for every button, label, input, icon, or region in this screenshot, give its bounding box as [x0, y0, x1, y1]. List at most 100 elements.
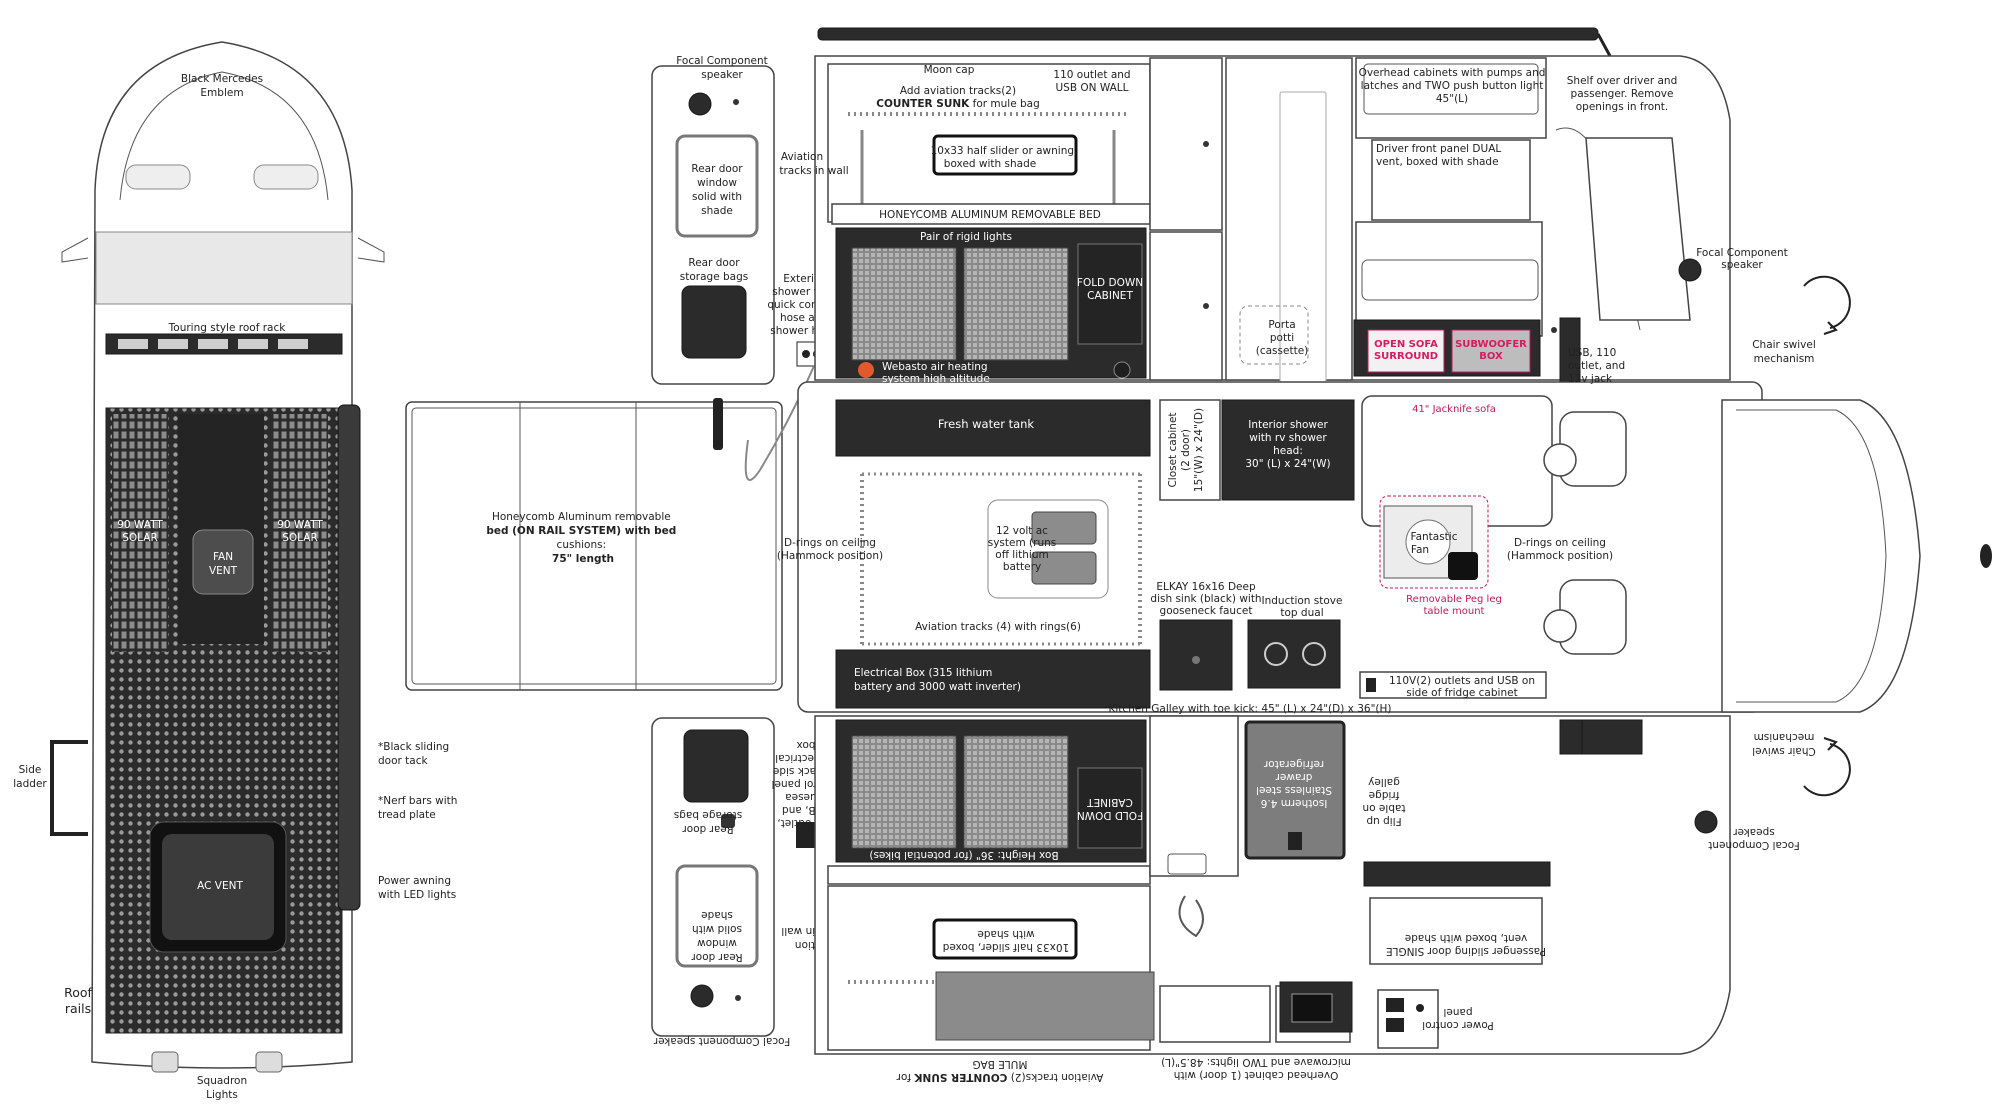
jacknife-sofa-label: 41" Jacknife sofa	[1412, 404, 1496, 415]
ac-vent-label: AC VENT	[197, 880, 243, 892]
half-slider-bottom-label: 10x33 half slider, boxedwith shade	[943, 928, 1070, 953]
speaker-icon	[1678, 258, 1702, 282]
webasto-heater-icon	[858, 362, 874, 378]
interior-shower	[1221, 399, 1355, 501]
shower-connector-icon	[802, 350, 810, 358]
flip-table-label: Flip uptable onfridgegalley	[1362, 776, 1405, 827]
svg-text:FOLD DOWNCABINET: FOLD DOWNCABINET	[1077, 796, 1143, 821]
mule-bag-bottom-label: Aviation tracks(2) COUNTER SUNK forMULE …	[896, 1058, 1104, 1083]
chair-swivel-bottom-icon	[1803, 737, 1851, 797]
svg-text:Flip uptable onfridgegalley: Flip uptable onfridgegalley	[1362, 776, 1405, 827]
moon-cap-label: Moon cap	[924, 64, 975, 76]
focal-speaker-cab-bottom-label: Focal Componentspeaker	[1708, 826, 1800, 851]
light-bar-label: 50" Light Bar	[187, 358, 257, 370]
d-rings-left-label: D-rings on ceiling(Hammock position)	[777, 537, 883, 562]
rear-door-bottom	[651, 717, 832, 1037]
fan-vent	[192, 529, 254, 595]
storage-bag-icon	[683, 729, 749, 803]
rear-window-bottom-label: Rear doorwindowsolid withshade	[691, 909, 743, 963]
d-rings-right-label: D-rings on ceiling(Hammock position)	[1507, 537, 1613, 562]
honeycomb-bed-label: HONEYCOMB ALUMINUM REMOVABLE BED	[879, 209, 1101, 221]
open-sofa-surround	[1367, 329, 1445, 373]
box-height-label: Box Height: 36" (for potential bikes)	[869, 849, 1058, 861]
svg-text:Aviation tracks(2) COUNTER SUN: Aviation tracks(2) COUNTER SUNK forMULE …	[896, 1058, 1104, 1083]
aviation-rings-label: Aviation tracks (4) with rings(6)	[915, 621, 1081, 633]
squadron-light-right	[255, 1051, 283, 1073]
speaker-icon	[688, 92, 712, 116]
svg-text:10x33 half slider, boxedwith s: 10x33 half slider, boxedwith shade	[943, 928, 1070, 953]
chair-swivel-top-icon	[1803, 275, 1851, 335]
overhead-cabinet-bottom-label: Overhead cabinet (1 door) withmicrowave …	[1161, 1056, 1351, 1081]
passenger-door-label: Passenger sliding door SINGLEvent, boxed…	[1386, 932, 1546, 957]
power-panel-label: Power controlpanel	[1422, 1006, 1493, 1031]
fridge-label: Isotherm 4.6Stainless steeldrawerrefrige…	[1256, 758, 1332, 809]
svg-text:Rear doorstorage bags: Rear doorstorage bags	[674, 809, 742, 835]
rear-door-top	[651, 65, 826, 481]
van-floor-plan	[797, 27, 1992, 1055]
svg-text:Power controlpanel: Power controlpanel	[1422, 1006, 1493, 1031]
side-ladder	[50, 740, 88, 836]
svg-text:Focal Componentspeaker: Focal Componentspeaker	[1708, 826, 1800, 851]
closet-label: Closet cabinet(2 door)15"(W) x 24"(D)	[1167, 408, 1205, 492]
svg-text:Passenger sliding door SINGLEv: Passenger sliding door SINGLEvent, boxed…	[1386, 932, 1546, 957]
svg-text:Chair swivelmechanism: Chair swivelmechanism	[1752, 731, 1816, 757]
storage-bag-icon	[681, 285, 747, 359]
speaker-icon	[1694, 810, 1718, 834]
power-awning	[337, 404, 361, 911]
light-bar	[118, 339, 308, 349]
roof-rack-label: Touring style roof rack	[168, 322, 287, 334]
bed-panel-label: Honeycomb Aluminum removable bed (ON RAI…	[486, 511, 679, 565]
electrical-box	[835, 649, 1151, 709]
svg-text:Overhead cabinet (1 door) with: Overhead cabinet (1 door) withmicrowave …	[1161, 1056, 1351, 1081]
kitchen-galley-label: Kitchen Galley with toe kick: 45" (L) x …	[1109, 703, 1392, 715]
fresh-water-tank-label: Fresh water tank	[938, 417, 1035, 431]
removable-bed-panel	[405, 401, 783, 691]
fantastic-fan-icon	[1405, 519, 1451, 565]
counter-sunk-label: COUNTER SUNK for mule bag	[876, 98, 1040, 110]
svg-text:Isotherm 4.6Stainless steeldra: Isotherm 4.6Stainless steeldrawerrefrige…	[1256, 758, 1332, 809]
roof-view	[50, 41, 385, 1073]
induction-stove	[1247, 619, 1341, 689]
closet-cabinet	[1159, 399, 1221, 501]
half-slider-top-label: 10x33 half slider or awning,boxed with s…	[931, 145, 1078, 170]
storage-bags-bottom-label: Rear doorstorage bags	[674, 809, 742, 835]
rigid-lights-label: Pair of rigid lights	[920, 231, 1012, 243]
speaker-icon	[690, 984, 714, 1008]
sink	[1159, 619, 1233, 691]
faucet-icon	[1178, 895, 1204, 938]
focal-speaker-bottom-label: Focal Component speaker	[653, 1035, 790, 1047]
fold-down-bottom-label: FOLD DOWNCABINET	[1077, 796, 1143, 821]
refrigerator	[1244, 720, 1346, 860]
squadron-light-left	[151, 1051, 179, 1073]
svg-text:Closet cabinet(2 door)15"(W) x: Closet cabinet(2 door)15"(W) x 24"(D)	[1167, 408, 1205, 492]
